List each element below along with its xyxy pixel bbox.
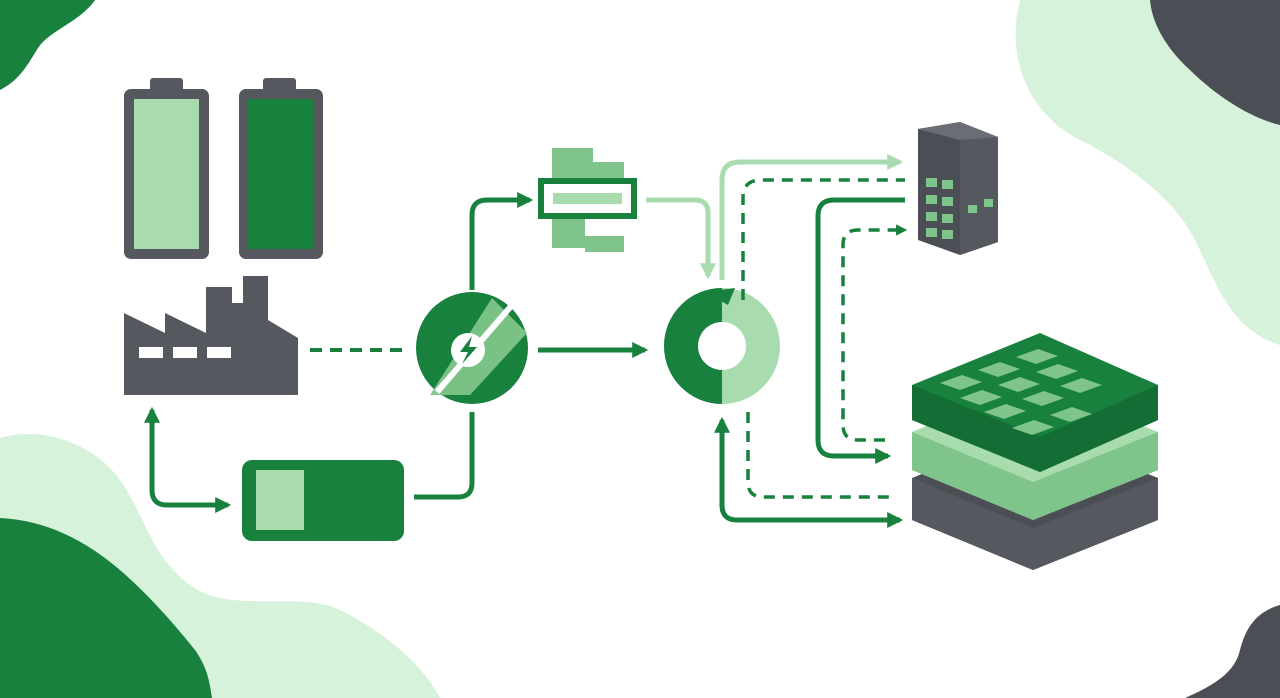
office-building-icon [918, 122, 998, 255]
connector-factory-battery [143, 406, 232, 514]
blob-bottom-left-dark [0, 518, 212, 698]
layered-stack-icon [912, 333, 1158, 570]
blob-bottom-right-dark [1185, 605, 1280, 698]
connectors [143, 153, 908, 529]
blob-top-left [0, 0, 95, 90]
connector-stack-to-building-dashed [841, 224, 908, 442]
battery-full-icon [239, 78, 323, 259]
ring-process-icon [664, 288, 780, 404]
connector-module-to-ring [646, 197, 717, 280]
connector-building-to-stack [815, 197, 905, 465]
connector-ring-to-building-light [719, 153, 904, 280]
connector-ring-stack-solid [713, 416, 904, 529]
battery-light-icon [124, 78, 209, 259]
module-component-icon [538, 148, 637, 252]
connector-recycle-to-module [469, 191, 534, 290]
connector-ring-to-building-dashed [741, 178, 905, 300]
recycle-circle-icon [416, 292, 528, 404]
battery-horizontal-icon [242, 460, 404, 541]
connector-battery-to-recycle [414, 412, 475, 500]
blob-top-right-dark [1150, 0, 1280, 125]
factory-icon [124, 276, 298, 395]
